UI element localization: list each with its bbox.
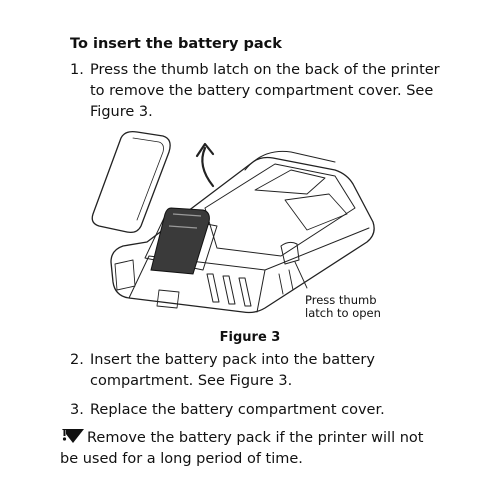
figure-caption: Figure 3 (219, 330, 281, 345)
step-3: 3. Replace the battery compartment cover… (70, 400, 385, 421)
warning-text: be used for a long period of time. (60, 451, 303, 467)
section-heading: To insert the battery pack (70, 36, 282, 52)
printer-illustration (85, 130, 385, 330)
step-text-line: Replace the battery compartment cover. (90, 402, 385, 418)
step-number: 2. (70, 352, 84, 368)
step-1: 1. Press the thumb latch on the back of … (70, 60, 440, 123)
step-2: 2. Insert the battery pack into the batt… (70, 350, 375, 392)
battery-cover (91, 130, 171, 234)
step-text-line: Figure 3. (90, 104, 153, 120)
printer-body (110, 156, 375, 314)
step-text-line: compartment. See Figure 3. (90, 373, 293, 389)
step-number: 1. (70, 62, 84, 78)
callout-leader (294, 261, 308, 289)
thumb-latch-callout: Press thumb latch to open (305, 294, 381, 320)
warning-text: Remove the battery pack if the printer w… (87, 430, 424, 446)
lift-arrow (201, 146, 215, 188)
step-number: 3. (70, 402, 84, 418)
warning-note: Remove the battery pack if the printer w… (60, 428, 423, 470)
warning-icon (62, 429, 84, 443)
callout-line: latch to open (305, 306, 381, 320)
warning-line: Remove the battery pack if the printer w… (60, 428, 423, 449)
printer-battery-diagram (91, 130, 375, 314)
battery-pack (150, 207, 210, 275)
step-text-line: to remove the battery compartment cover.… (90, 83, 434, 99)
callout-line: Press thumb (305, 293, 377, 307)
warning-line: be used for a long period of time. (60, 449, 423, 470)
step-text-line: Insert the battery pack into the battery (90, 352, 375, 368)
step-text-line: Press the thumb latch on the back of the… (90, 62, 440, 78)
